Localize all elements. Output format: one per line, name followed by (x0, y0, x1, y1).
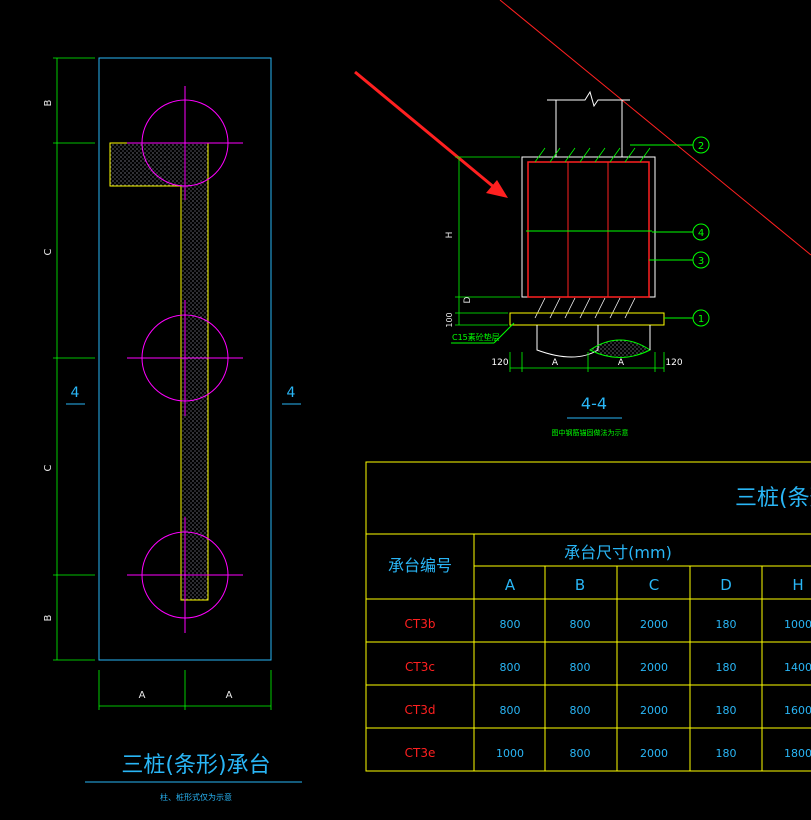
plan-dim-bottom (98, 670, 272, 710)
callout-2[interactable]: 2 (630, 136, 710, 154)
plan-title: 三桩(条形)承台 (121, 753, 270, 778)
table-header-c: C (649, 576, 659, 594)
table-cell: 180 (716, 747, 737, 760)
c15-leader-diagonal (493, 322, 515, 344)
rebar-bottom-hatch (534, 297, 636, 319)
table-row[interactable]: CT3e 1000 800 2000 180 1800 (405, 746, 811, 760)
table-header-h: H (792, 576, 803, 594)
table-cell: 1000 (784, 618, 811, 631)
dim-label-c-lower: C (43, 464, 54, 471)
cap-outline (98, 57, 272, 661)
section-title: 4-4 (581, 394, 607, 413)
section-dim-a-right: A (618, 358, 625, 368)
section-mark-left[interactable]: 4 (71, 385, 80, 401)
callout-1[interactable]: 1 (664, 309, 710, 327)
section-dim-a-left: A (552, 358, 559, 368)
plan-subtitle: 柱、桩形式仅为示意 (160, 792, 232, 802)
table-header-a: A (505, 576, 516, 594)
section-dim-h: H (445, 232, 455, 239)
table-cell: 2000 (640, 618, 668, 631)
table-header-d: D (720, 576, 732, 594)
dim-label-a-left: A (139, 690, 146, 701)
table-row[interactable]: CT3b 800 800 2000 180 1000 (405, 617, 811, 631)
annotation-arrow (354, 70, 508, 198)
callout-4[interactable]: 4 (652, 223, 710, 241)
construction-line (499, 0, 811, 256)
section-subtitle: 图中钢筋锚固做法为示意 (552, 428, 629, 437)
section-dim-100: 100 (445, 312, 454, 327)
plan-dim-left (53, 57, 95, 661)
table-cell: 2000 (640, 661, 668, 674)
svg-text:4: 4 (698, 228, 704, 239)
dim-label-a-right: A (226, 690, 233, 701)
section-column (547, 90, 630, 157)
dim-label-c-upper: C (43, 248, 54, 255)
pile-middle (127, 300, 243, 416)
svg-text:2: 2 (698, 141, 704, 152)
table-header-b: B (575, 576, 585, 594)
section-view: 2 4 3 1 H D 100 C15素砼垫 (445, 90, 710, 437)
table-cell: 180 (716, 661, 737, 674)
table-cell: 800 (570, 661, 591, 674)
table-title: 三桩(条形 (735, 486, 811, 511)
callout-3[interactable]: 3 (649, 251, 710, 269)
section-pile-left (536, 325, 599, 358)
table-cell: 800 (570, 704, 591, 717)
table-cell: 800 (500, 704, 521, 717)
pile-bottom (127, 517, 243, 633)
table-col-group: 承台尺寸(mm) (564, 543, 672, 562)
dimension-table (365, 461, 811, 772)
table-cell: 1600 (784, 704, 811, 717)
table-cell: 2000 (640, 747, 668, 760)
table-cell: 800 (500, 661, 521, 674)
section-rebar-cage (527, 161, 650, 298)
table-cell-id: CT3d (405, 703, 436, 717)
table-cell: 180 (716, 704, 737, 717)
plan-view: B C C B A A 4 4 三桩(条形)承台 柱、桩形式仅为示意 (43, 57, 302, 802)
table-cell-id: CT3c (405, 660, 435, 674)
section-pile-right (589, 339, 651, 358)
table-cell-id: CT3e (405, 746, 436, 760)
section-dim-120-left: 120 (491, 358, 508, 368)
dim-label-b-bottom: B (43, 614, 54, 621)
table-cell: 2000 (640, 704, 668, 717)
section-dim-bottom (509, 352, 665, 372)
table-cell: 800 (570, 618, 591, 631)
section-bedding-layer (509, 312, 665, 326)
table-cell: 800 (570, 747, 591, 760)
section-dim-d: D (463, 296, 473, 303)
table-cell: 1400 (784, 661, 811, 674)
table-col-id: 承台编号 (388, 556, 452, 575)
c15-note: C15素砼垫层 (452, 332, 500, 342)
section-dim-vertical (455, 156, 520, 326)
svg-text:3: 3 (698, 256, 704, 267)
table-cell-id: CT3b (405, 617, 436, 631)
svg-text:1: 1 (698, 314, 704, 325)
table-cell: 1800 (784, 747, 811, 760)
table-row[interactable]: CT3c 800 800 2000 180 1400 (405, 660, 811, 674)
section-cap-outline (521, 156, 656, 298)
section-dim-120-right: 120 (665, 358, 682, 368)
table-cell: 180 (716, 618, 737, 631)
section-mark-right[interactable]: 4 (287, 385, 296, 401)
column-outline (109, 142, 209, 601)
table-cell: 800 (500, 618, 521, 631)
table-row[interactable]: CT3d 800 800 2000 180 1600 (405, 703, 811, 717)
pile-top (127, 86, 243, 200)
table-cell: 1000 (496, 747, 524, 760)
rebar-top-hatch (534, 147, 651, 163)
dim-label-b-top: B (43, 99, 54, 106)
